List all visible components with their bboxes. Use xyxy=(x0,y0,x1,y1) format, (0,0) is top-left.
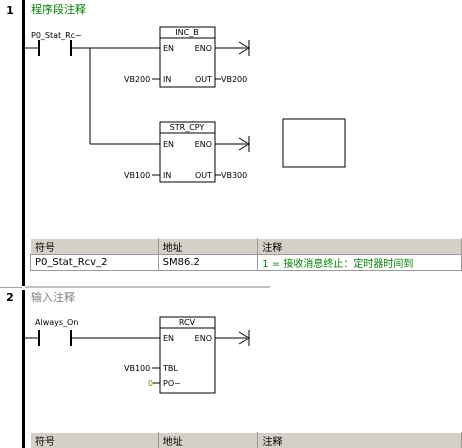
network-divider xyxy=(25,286,270,288)
str-cpy-out-pin: OUT xyxy=(195,171,212,180)
network-1-ladder: P0_Stat_Rc~ INC_B EN ENO IN OUT VB200 VB… xyxy=(25,26,346,183)
rcv-port-operand[interactable]: 0 xyxy=(148,379,153,388)
network-2-ladder: Always_On RCV EN ENO TBL PO~ VB100 0 xyxy=(25,316,250,394)
rcv-tbl-pin: TBL xyxy=(162,364,178,373)
str-cpy-out-operand[interactable]: VB300 xyxy=(221,171,247,180)
rcv-title: RCV xyxy=(179,318,196,327)
inc-b-en-pin: EN xyxy=(163,44,174,53)
eno-output-arrow xyxy=(238,136,250,152)
contact-label: Always_On xyxy=(35,318,78,327)
empty-element-box[interactable] xyxy=(282,118,346,168)
rcv-tbl-operand[interactable]: VB100 xyxy=(124,364,150,373)
inc-b-in-pin: IN xyxy=(163,75,171,84)
network-2-number[interactable]: 2 xyxy=(6,291,14,304)
symbol-cell[interactable]: P0_Stat_Rcv_2 xyxy=(30,254,159,271)
header-symbol[interactable]: 符号 xyxy=(30,238,159,255)
contact-p0-stat-rcv[interactable] xyxy=(25,40,160,56)
eno-output-arrow xyxy=(238,330,250,346)
inc-b-eno-pin: ENO xyxy=(195,44,212,53)
network-1-number[interactable]: 1 xyxy=(6,4,14,17)
rcv-en-pin: EN xyxy=(163,334,174,343)
table-row[interactable]: P0_Stat_Rcv_2 SM86.2 1 = 接收消息终止：定时器时间到 xyxy=(30,254,462,271)
inc-b-in-operand[interactable]: VB200 xyxy=(124,75,150,84)
symbol-table-header: 符号 地址 注释 xyxy=(30,238,462,255)
comment-cell[interactable]: 1 = 接收消息终止：定时器时间到 xyxy=(257,254,462,271)
rcv-eno-pin: ENO xyxy=(195,334,212,343)
network-2-symbol-table: 符号 地址 注释 xyxy=(30,432,462,448)
str-cpy-box[interactable]: STR_CPY EN ENO IN OUT xyxy=(159,121,216,183)
str-cpy-eno-pin: ENO xyxy=(195,140,212,149)
rcv-port-pin: PO~ xyxy=(163,379,181,388)
str-cpy-in-operand[interactable]: VB100 xyxy=(124,171,150,180)
left-power-rail-network-2 xyxy=(22,290,25,448)
symbol-table-header: 符号 地址 注释 xyxy=(30,432,462,448)
inc-b-box[interactable]: INC_B EN ENO IN OUT xyxy=(159,26,216,88)
left-power-rail-network-1 xyxy=(22,0,25,286)
network-1-symbol-table: 符号 地址 注释 P0_Stat_Rcv_2 SM86.2 1 = 接收消息终止… xyxy=(30,238,462,271)
eno-output-arrow xyxy=(238,40,250,56)
header-address[interactable]: 地址 xyxy=(157,432,259,448)
str-cpy-title: STR_CPY xyxy=(170,123,205,132)
address-cell[interactable]: SM86.2 xyxy=(157,254,259,271)
header-address[interactable]: 地址 xyxy=(157,238,259,255)
network-1-comment[interactable]: 程序段注释 xyxy=(31,3,86,16)
header-comment[interactable]: 注释 xyxy=(257,238,462,255)
inc-b-title: INC_B xyxy=(175,28,198,37)
contact-always-on[interactable] xyxy=(25,330,160,346)
contact-label: P0_Stat_Rc~ xyxy=(31,31,82,40)
inc-b-out-operand[interactable]: VB200 xyxy=(221,75,247,84)
str-cpy-en-pin: EN xyxy=(163,140,174,149)
network-gutter xyxy=(0,0,22,448)
header-symbol[interactable]: 符号 xyxy=(30,432,159,448)
header-comment[interactable]: 注释 xyxy=(257,432,462,448)
rcv-box[interactable]: RCV EN ENO TBL PO~ xyxy=(159,316,216,394)
inc-b-out-pin: OUT xyxy=(195,75,212,84)
str-cpy-in-pin: IN xyxy=(163,171,171,180)
network-separator xyxy=(0,287,22,288)
network-2-comment[interactable]: 输入注释 xyxy=(31,291,75,304)
